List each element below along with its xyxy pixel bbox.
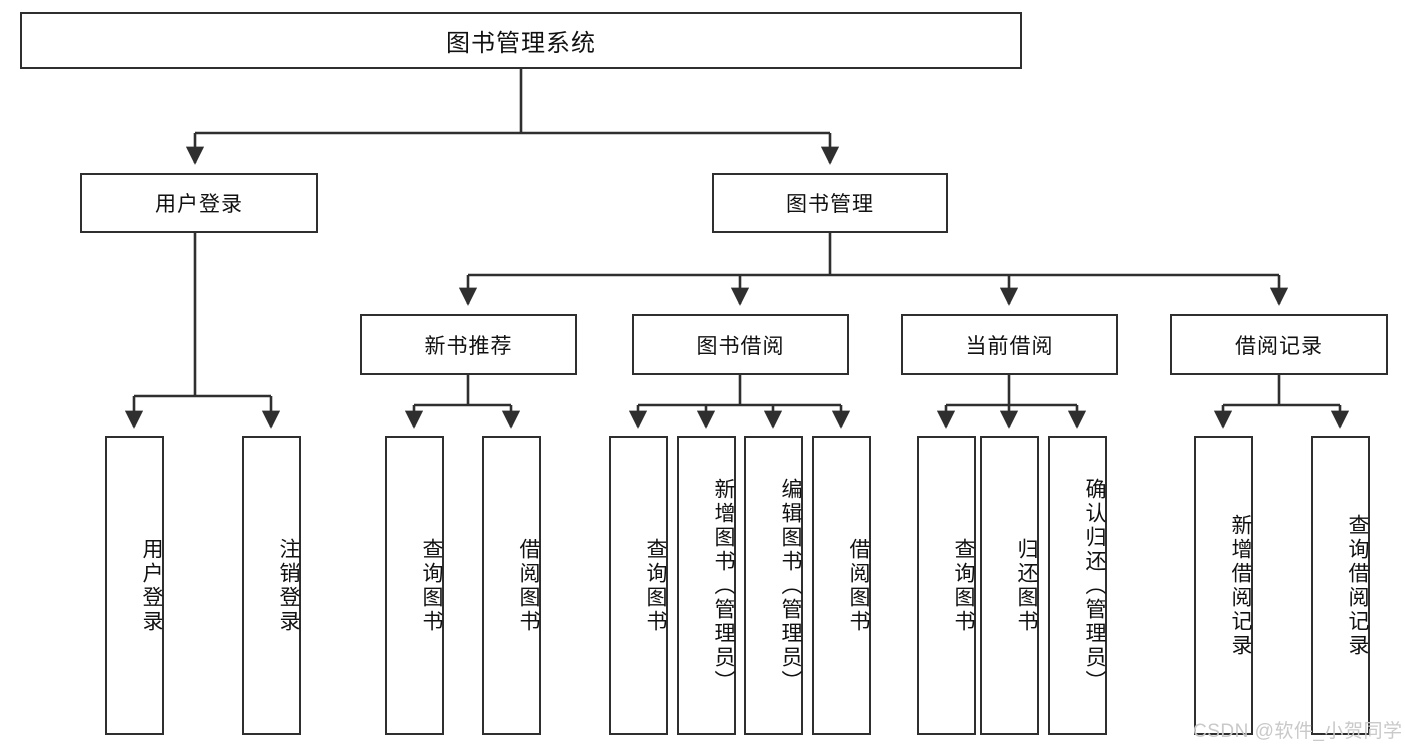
node-leaf-query-book-2-label: 查询图书 [644, 537, 667, 634]
node-new-book-recommend[interactable]: 新书推荐 [360, 314, 577, 375]
node-user-login[interactable]: 用户登录 [80, 173, 318, 233]
node-root-system[interactable]: 图书管理系统 [20, 12, 1022, 69]
node-current-borrow-label: 当前借阅 [965, 334, 1054, 358]
node-leaf-borrow-book-2-label: 借阅图书 [847, 537, 870, 634]
node-borrow-record[interactable]: 借阅记录 [1170, 314, 1388, 375]
node-leaf-query-book-3[interactable]: 查询图书 [917, 436, 976, 735]
node-leaf-query-book-2[interactable]: 查询图书 [609, 436, 668, 735]
node-leaf-query-book-1-label: 查询图书 [420, 537, 443, 634]
node-book-borrow-label: 图书借阅 [696, 334, 785, 358]
node-book-manage-label: 图书管理 [786, 193, 874, 216]
node-leaf-query-book-1[interactable]: 查询图书 [385, 436, 444, 735]
node-leaf-borrow-book-2[interactable]: 借阅图书 [812, 436, 871, 735]
node-leaf-logout-login-label: 注销登录 [277, 537, 300, 634]
node-leaf-user-login[interactable]: 用户登录 [105, 436, 164, 735]
node-leaf-confirm-return[interactable]: 确认归还（管理员） [1048, 436, 1107, 735]
node-leaf-edit-book-label: 编辑图书（管理员） [779, 477, 802, 694]
node-leaf-query-record-label: 查询借阅记录 [1346, 513, 1369, 658]
node-root-system-label: 图书管理系统 [446, 30, 596, 57]
node-leaf-confirm-return-label: 确认归还（管理员） [1083, 477, 1106, 694]
node-leaf-borrow-book-1-label: 借阅图书 [517, 537, 540, 634]
node-user-login-label: 用户登录 [155, 193, 243, 216]
node-leaf-return-book[interactable]: 归还图书 [980, 436, 1039, 735]
node-leaf-user-login-label: 用户登录 [140, 537, 163, 634]
node-leaf-add-book-label: 新增图书（管理员） [712, 477, 735, 694]
node-leaf-add-book[interactable]: 新增图书（管理员） [677, 436, 736, 735]
node-book-manage[interactable]: 图书管理 [712, 173, 948, 233]
node-leaf-edit-book[interactable]: 编辑图书（管理员） [744, 436, 803, 735]
node-leaf-query-record[interactable]: 查询借阅记录 [1311, 436, 1370, 735]
node-leaf-add-record-label: 新增借阅记录 [1229, 513, 1252, 658]
node-leaf-return-book-label: 归还图书 [1015, 537, 1038, 634]
node-book-borrow[interactable]: 图书借阅 [632, 314, 849, 375]
node-leaf-logout-login[interactable]: 注销登录 [242, 436, 301, 735]
node-leaf-query-book-3-label: 查询图书 [952, 537, 975, 634]
node-leaf-borrow-book-1[interactable]: 借阅图书 [482, 436, 541, 735]
node-new-book-recommend-label: 新书推荐 [424, 334, 513, 358]
node-leaf-add-record[interactable]: 新增借阅记录 [1194, 436, 1253, 735]
node-borrow-record-label: 借阅记录 [1235, 334, 1323, 358]
node-current-borrow[interactable]: 当前借阅 [901, 314, 1118, 375]
csdn-watermark: CSDN @软件_小贺同学 [1193, 721, 1403, 742]
